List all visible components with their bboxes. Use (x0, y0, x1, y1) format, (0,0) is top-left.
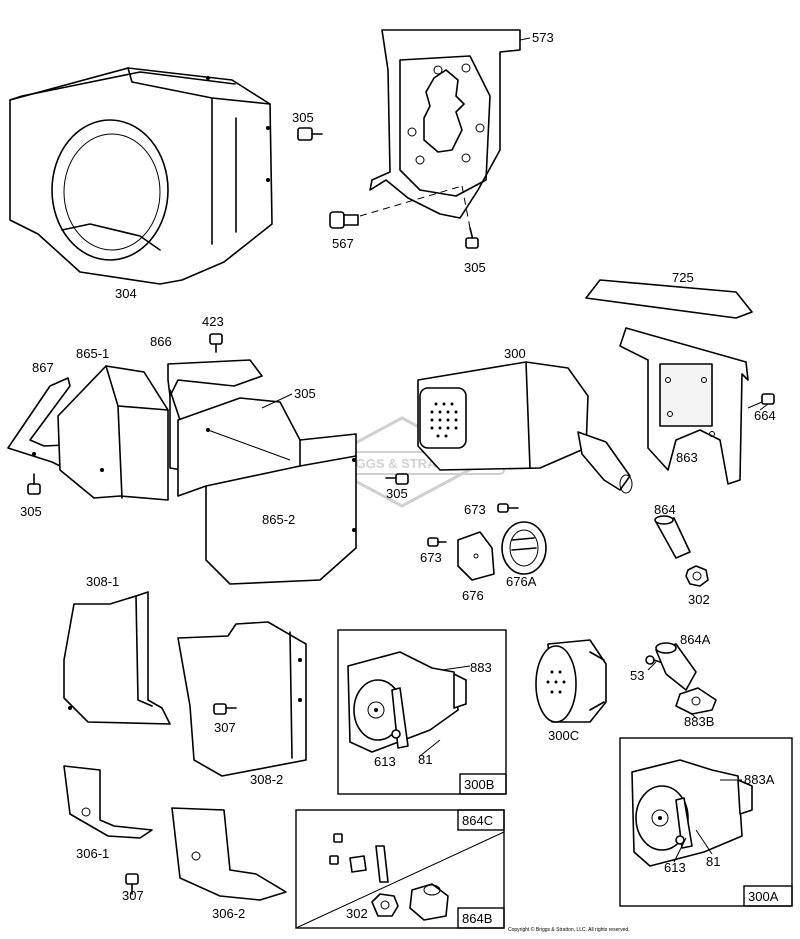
label-613-B: 613 (374, 754, 396, 769)
label-kit-864C: 864C (462, 813, 493, 828)
cover-306-1 (63, 765, 153, 839)
shroud-865-1 (57, 365, 169, 501)
muffler-perforations (430, 402, 458, 438)
label-300C: 300C (548, 728, 579, 743)
label-302: 302 (688, 592, 710, 607)
deflector-676 (457, 531, 495, 581)
muffler-bracket-863 (619, 327, 749, 485)
screw-664 (747, 393, 775, 409)
screw-305-mid (385, 473, 409, 485)
shroud-865-2 (177, 393, 357, 585)
label-308-1: 308-1 (86, 574, 119, 589)
label-304: 304 (115, 286, 137, 301)
label-573: 573 (532, 30, 554, 45)
heat-shield-725 (585, 279, 753, 319)
label-kit-300A: 300A (748, 889, 779, 904)
label-865-1: 865-1 (76, 346, 109, 361)
label-81-B: 81 (418, 752, 432, 767)
screw-673-lower (427, 537, 447, 547)
copyright-text: Copyright © Briggs & Stratton, LLC. All … (508, 926, 630, 933)
screw-305-baffle (465, 227, 479, 249)
screw-307-lower (125, 873, 139, 895)
label-307-lower: 307 (122, 888, 144, 903)
muffler-300 (417, 361, 633, 494)
cover-308-1 (63, 591, 171, 725)
screw-423 (209, 333, 223, 353)
nut-302 (685, 565, 709, 587)
kit-864C-box (295, 809, 505, 929)
cover-308-2 (177, 621, 307, 777)
leader-lines (419, 37, 769, 863)
kit-300A-box (619, 737, 793, 907)
screw-305-top (297, 127, 323, 141)
screw-307-upper (213, 703, 237, 715)
baffle-573 (359, 29, 521, 229)
label-676: 676 (462, 588, 484, 603)
label-306-1: 306-1 (76, 846, 109, 861)
gasket-883B (675, 687, 717, 715)
label-883A: 883A (744, 772, 775, 787)
label-866: 866 (150, 334, 172, 349)
label-865-2: 865-2 (262, 512, 295, 527)
elbow-864A (655, 642, 697, 691)
label-305-left: 305 (20, 504, 42, 519)
blower-housing-304 (9, 67, 273, 285)
label-676A: 676A (506, 574, 537, 589)
label-305-mid: 305 (386, 486, 408, 501)
label-864: 864 (654, 502, 676, 517)
label-863: 863 (676, 450, 698, 465)
label-kit-864B: 864B (462, 911, 492, 926)
label-308-2: 308-2 (250, 772, 283, 787)
label-306-2: 306-2 (212, 906, 245, 921)
label-81-A: 81 (706, 854, 720, 869)
label-567: 567 (332, 236, 354, 251)
screw-673-upper (497, 503, 519, 513)
label-300: 300 (504, 346, 526, 361)
label-673-upper: 673 (464, 502, 486, 517)
bolt-567 (329, 211, 359, 229)
label-613-A: 613 (664, 860, 686, 875)
label-302-kit: 302 (346, 906, 368, 921)
cover-306-2 (171, 807, 287, 901)
spark-arrester-676A (501, 521, 547, 575)
label-kit-300B: 300B (464, 777, 494, 792)
kit-300B-box (337, 629, 507, 795)
label-305-top: 305 (292, 110, 314, 125)
label-53: 53 (630, 668, 644, 683)
screw-305-left (27, 473, 41, 495)
label-673-lower: 673 (420, 550, 442, 565)
label-883B: 883B (684, 714, 714, 729)
label-305-shroud: 305 (294, 386, 316, 401)
muffler-300C (535, 639, 607, 723)
label-725: 725 (672, 270, 694, 285)
label-883: 883 (470, 660, 492, 675)
label-867: 867 (32, 360, 54, 375)
pipe-864 (654, 515, 691, 559)
label-307-upper: 307 (214, 720, 236, 735)
label-664: 664 (754, 408, 776, 423)
label-305-baffle: 305 (464, 260, 486, 275)
screw-53 (645, 655, 661, 665)
label-423: 423 (202, 314, 224, 329)
label-864A: 864A (680, 632, 711, 647)
